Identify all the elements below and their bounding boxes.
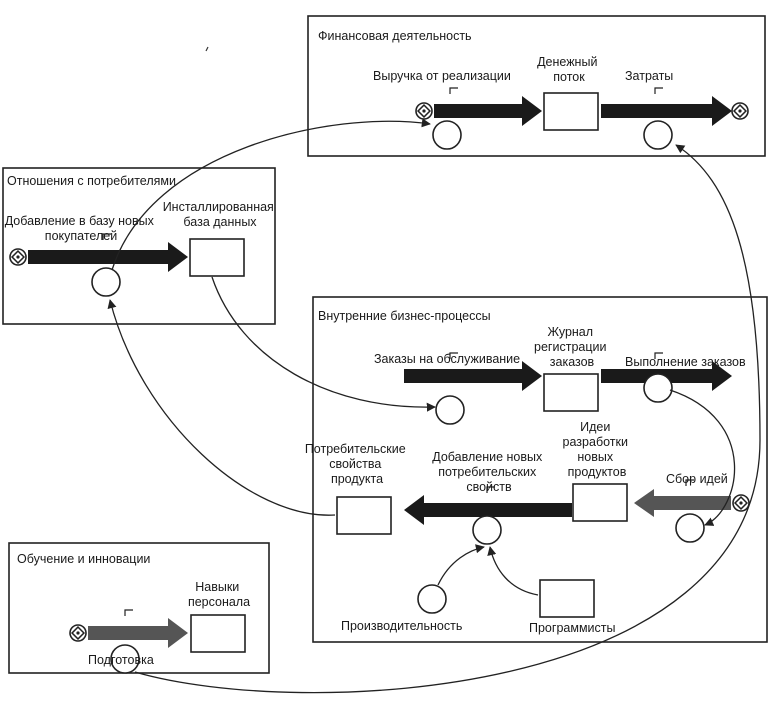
programmers-stock: [539, 579, 595, 618]
training-source-icon: [69, 624, 87, 642]
connector-properties-to-customers: [107, 299, 336, 516]
connector-programmers-to-addprops: [487, 546, 539, 596]
order-log-stock: [543, 373, 599, 412]
idea-collection-label: Сбор идей: [666, 472, 728, 486]
stray-mark: [205, 46, 209, 52]
costs-label: Затраты: [625, 69, 673, 83]
customers-source-icon: [9, 248, 27, 266]
skills-label: Навыки персонала: [188, 580, 250, 609]
financial-title: Финансовая деятельность: [318, 29, 472, 43]
add-properties-label: Добавление новых потребительских свойств: [432, 450, 546, 494]
service-orders-label: Заказы на обслуживание: [374, 352, 520, 366]
cashflow-label: Денежный поток: [537, 55, 601, 84]
skills-stock: [190, 614, 246, 653]
productivity-label: Производительность: [341, 619, 462, 633]
add-customers-valve: [91, 267, 121, 297]
product-properties-stock: [336, 496, 392, 535]
costs-flow-arrow: [601, 96, 732, 126]
training-flow-arrow: [88, 618, 188, 648]
order-fulfillment-valve: [643, 373, 673, 403]
connector-productivity-to-addprops: [437, 544, 485, 586]
customers-section-box: [2, 167, 276, 325]
connector-customers-to-revenue: [111, 118, 431, 271]
order-log-label: Журнал регистрации заказов: [534, 325, 610, 369]
installed-base-label: Инсталлированная база данных: [163, 200, 278, 229]
ideas-label: Идеи разработки новых продуктов: [563, 420, 632, 479]
learning-title: Обучение и инновации: [17, 552, 150, 566]
add-customers-label: Добавление в базу новых покупателей: [5, 214, 158, 243]
service-orders-valve: [435, 395, 465, 425]
costs-valve: [643, 120, 673, 150]
installed-base-stock: [189, 238, 245, 277]
ideas-stock: [572, 483, 628, 522]
revenue-valve: [432, 120, 462, 150]
service-orders-flow-arrow: [404, 361, 542, 391]
training-label: Подготовка: [88, 653, 154, 667]
connector-fulfillment-to-ideas: [669, 389, 736, 526]
add-customers-flow-arrow: [28, 242, 188, 272]
idea-collection-source-icon: [732, 494, 750, 512]
connector-training-to-costs: [134, 144, 761, 694]
idea-collection-valve: [675, 513, 705, 543]
customers-title: Отношения с потребителями: [7, 174, 176, 188]
order-fulfillment-label: Выполнение заказов: [625, 355, 746, 369]
productivity-node: [417, 584, 447, 614]
connector-installedbase-to-orders: [211, 276, 436, 412]
add-properties-valve: [472, 515, 502, 545]
idea-collection-flow-arrow: [634, 489, 731, 517]
add-properties-flow-arrow: [404, 495, 572, 525]
costs-sink-icon: [731, 102, 749, 120]
revenue-label: Выручка от реализации: [373, 69, 511, 83]
programmers-label: Программисты: [529, 621, 615, 635]
revenue-flow-arrow: [434, 96, 542, 126]
internal-section-box: [312, 296, 768, 643]
cashflow-stock: [543, 92, 599, 131]
training-valve: [110, 644, 140, 674]
product-properties-label: Потребительские свойства продукта: [305, 442, 409, 486]
revenue-source-icon: [415, 102, 433, 120]
financial-section-box: [307, 15, 766, 157]
internal-title: Внутренние бизнес-процессы: [318, 309, 491, 323]
